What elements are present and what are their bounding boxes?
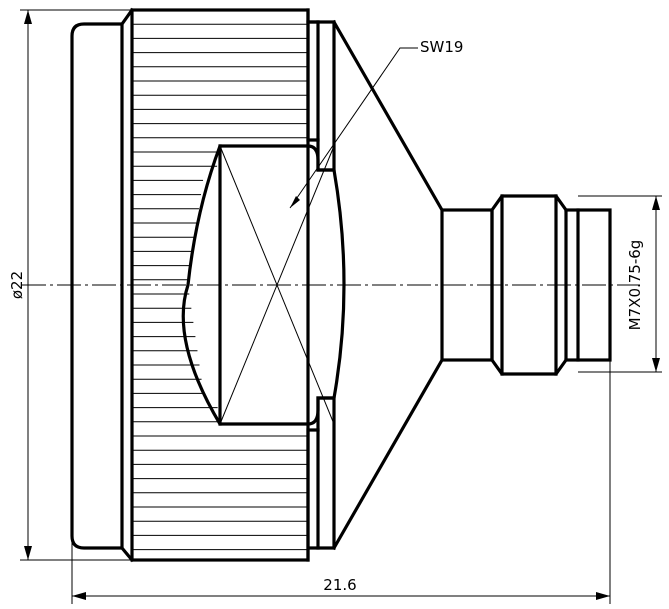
diameter-dimension	[20, 9, 132, 561]
thread-spec-label: M7X0.75-6g	[626, 240, 644, 331]
thread-dimension	[578, 195, 662, 373]
wrench-leader	[289, 47, 418, 209]
part-outline	[70, 7, 612, 563]
length-label: 21.6	[323, 576, 356, 594]
diameter-label: ø22	[8, 271, 26, 299]
wrench-size-label: SW19	[420, 38, 463, 56]
knurl-hatching	[132, 23, 308, 551]
length-dimension	[71, 360, 611, 604]
